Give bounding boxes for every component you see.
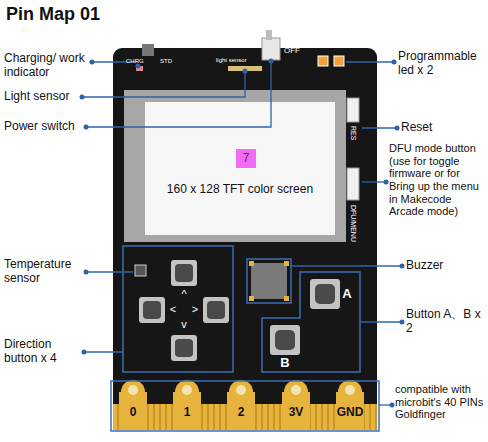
buzzer-pins [249, 261, 289, 301]
pin-name: GND [333, 406, 367, 420]
callout-number: 7 [243, 152, 250, 166]
silkscreen: RES [349, 126, 357, 140]
dfu-button [347, 168, 359, 200]
part-name: Charging/ work indicator [4, 52, 92, 80]
pin-name: 2 [229, 406, 253, 420]
button-letter: B [278, 356, 292, 371]
silkscreen: CHRG [126, 58, 144, 65]
part-name: Programmable led x 2 [398, 50, 486, 78]
temperature-sensor [135, 265, 146, 276]
direction-buttons [139, 260, 229, 361]
ab-buttons [270, 279, 340, 355]
part-name: Light sensor [4, 90, 84, 104]
screen-frame [124, 90, 346, 242]
reset-button [347, 98, 359, 122]
buzzer-outline [247, 259, 291, 303]
arrow-mark: v [177, 318, 191, 331]
silkscreen: light sensor [216, 57, 247, 64]
screen-box: 160 x 128 TFT color screen 7 [145, 102, 335, 235]
jack [142, 44, 154, 56]
part-name: Button A、B x 2 [406, 308, 486, 336]
led [318, 56, 328, 66]
part-name: Buzzer [406, 259, 466, 273]
dpad-outline [123, 246, 233, 372]
pads [119, 380, 364, 430]
leader-dots [80, 59, 405, 408]
arrow-mark: ^ [177, 288, 191, 301]
part-name: compatible with microbit's 40 PINs Goldf… [395, 383, 485, 421]
switch-lever [266, 30, 272, 40]
button-letter: A [340, 287, 354, 302]
part-name: Direction button x 4 [4, 338, 82, 366]
part-name: Power switch [4, 120, 86, 134]
callout-box: 7 [236, 149, 256, 168]
screen-label: 160 x 128 TFT color screen [167, 183, 313, 197]
ab-outline [262, 272, 360, 372]
part-name: Reset [401, 121, 461, 135]
title: Pin Map 01 [6, 4, 100, 25]
part-name: DFU mode button (use for toggle firmware… [389, 142, 486, 218]
screen-display [145, 102, 335, 235]
goldfinger-outline [111, 381, 379, 431]
pad-holes [128, 385, 355, 395]
silkscreen: STD [160, 58, 172, 65]
arrow-mark: < [167, 303, 179, 316]
silkscreen: DFU/MENU [349, 205, 357, 242]
pin-name: 3V [282, 406, 310, 420]
part-name: Temperature sensor [4, 258, 86, 286]
power-switch [262, 38, 280, 60]
pin-name: 1 [175, 406, 199, 420]
led [334, 56, 344, 66]
silkscreen: OFF [284, 46, 300, 55]
board [113, 48, 377, 430]
buzzer [251, 263, 287, 299]
pin-name: 0 [121, 406, 145, 420]
leader-lines [82, 62, 402, 405]
arrow-mark: > [189, 303, 201, 316]
